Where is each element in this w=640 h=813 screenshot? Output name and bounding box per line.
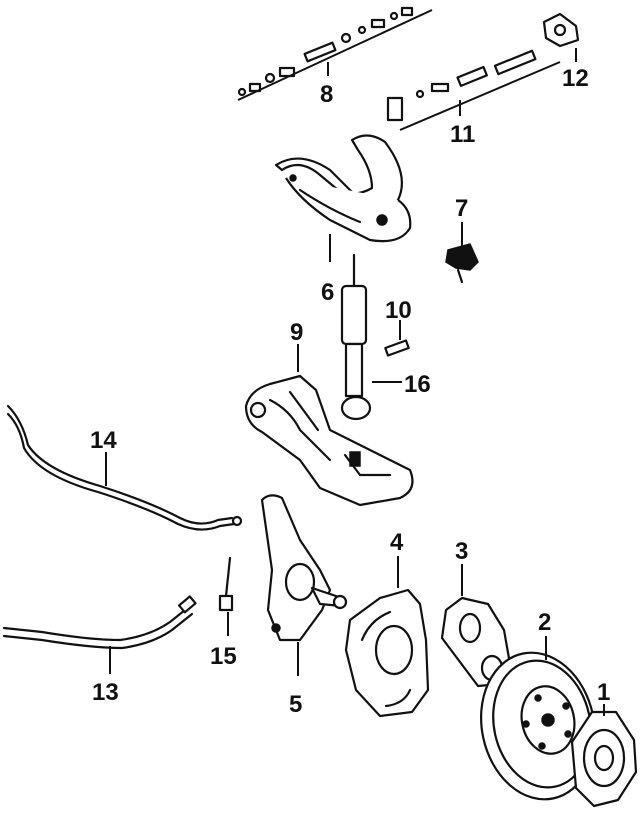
part-6-upper-control-arm xyxy=(274,134,412,262)
part-10-bolt xyxy=(384,320,410,357)
callout-labels: 1 2 3 4 5 6 7 8 9 10 11 12 13 14 15 16 xyxy=(90,65,610,718)
part-1-wheel-hub xyxy=(570,704,638,808)
part-7-ball-joint xyxy=(445,222,479,284)
part-13-tie-rod xyxy=(2,595,197,674)
callout-6: 6 xyxy=(321,279,334,306)
part-14-stabilizer-bar xyxy=(6,404,243,531)
callout-10: 10 xyxy=(385,297,412,324)
callout-16: 16 xyxy=(404,371,431,398)
shock-absorber xyxy=(340,253,402,421)
part-15-stud xyxy=(218,556,234,636)
callout-8: 8 xyxy=(320,81,333,108)
part-3-brake-caliper xyxy=(440,564,512,688)
part-4-splash-shield xyxy=(344,556,430,718)
part-11-shaft-kit xyxy=(386,49,561,131)
callout-4: 4 xyxy=(390,529,404,556)
callout-13: 13 xyxy=(92,679,119,706)
callout-3: 3 xyxy=(455,538,468,565)
part-5-steering-knuckle xyxy=(260,494,348,676)
part-9-lower-control-arm xyxy=(244,344,414,507)
part-12-bushing xyxy=(542,12,580,62)
callout-1: 1 xyxy=(597,679,610,706)
callout-14: 14 xyxy=(90,427,117,454)
callout-9: 9 xyxy=(290,319,303,346)
callout-12: 12 xyxy=(562,65,589,92)
callout-7: 7 xyxy=(455,195,468,222)
callout-15: 15 xyxy=(210,643,237,670)
callout-11: 11 xyxy=(450,121,475,148)
callout-5: 5 xyxy=(289,691,302,718)
part-8-bolt-kit xyxy=(237,6,433,101)
callout-2: 2 xyxy=(538,609,551,636)
part-2-brake-rotor xyxy=(480,636,596,801)
